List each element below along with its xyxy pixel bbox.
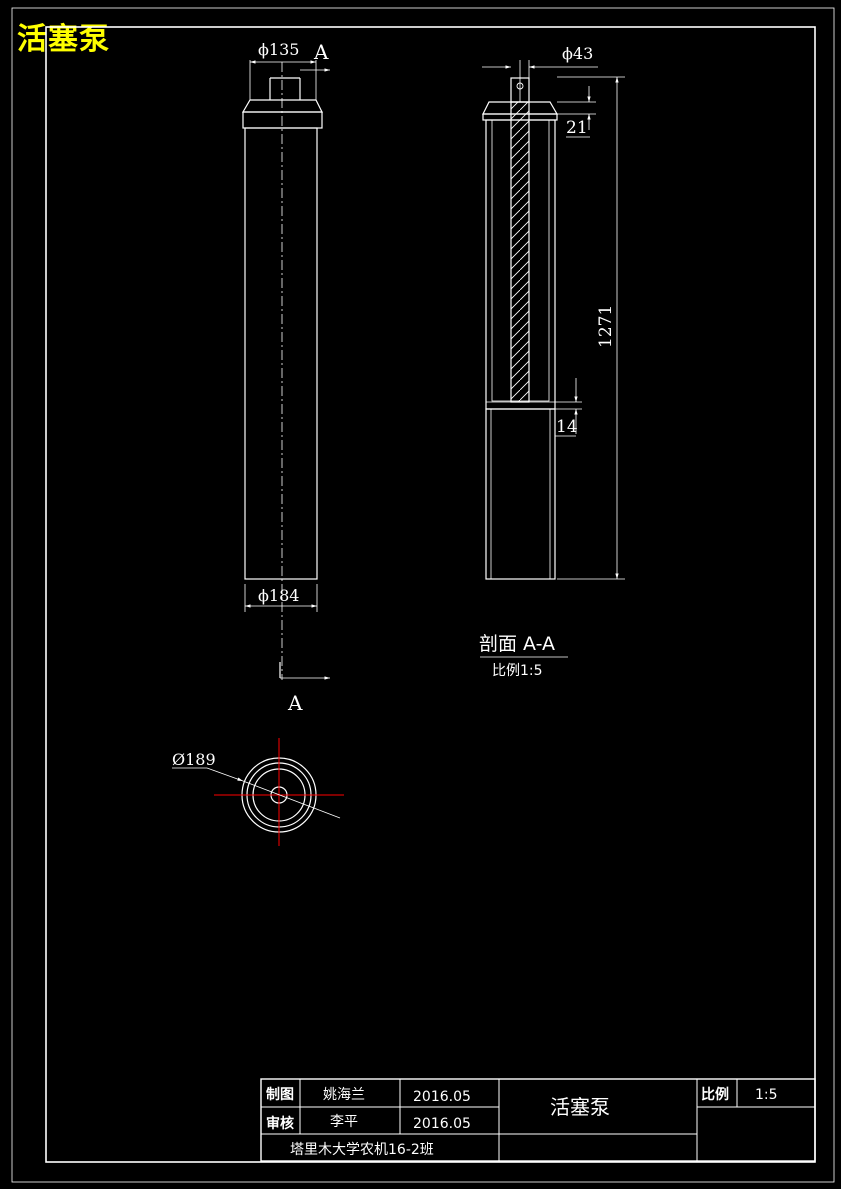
tb-scale-value: 1:5: [755, 1087, 778, 1103]
page-title: 活塞泵: [17, 22, 110, 57]
tb-checked-name: 李平: [330, 1114, 358, 1130]
section-scale: 比例1:5: [492, 663, 543, 679]
tb-part-name: 活塞泵: [550, 1095, 610, 1119]
front-dim-top: ϕ135: [258, 40, 299, 59]
section-marker-top: A: [313, 40, 329, 64]
tb-school: 塔里木大学农机16-2班: [290, 1142, 434, 1158]
title-block: [260, 1078, 816, 1162]
section-marker-bottom: A: [287, 691, 303, 715]
tb-scale-label: 比例: [701, 1086, 729, 1103]
tb-checked-label: 审核: [266, 1115, 294, 1132]
section-view: [480, 60, 625, 658]
top-dim-diameter: Ø189: [172, 750, 216, 769]
section-label: 剖面 A-A: [479, 633, 555, 655]
front-view: [241, 60, 330, 680]
tb-drawn-date: 2016.05: [413, 1089, 471, 1105]
section-dim-14: 14: [556, 417, 578, 437]
tb-drawn-name: 姚海兰: [323, 1087, 365, 1103]
front-dim-bottom: ϕ184: [258, 586, 299, 605]
section-dim-top: ϕ43: [562, 44, 593, 63]
drawing-frame: [11, 7, 835, 1183]
section-dim-length: 1271: [596, 305, 616, 348]
tb-checked-date: 2016.05: [413, 1116, 471, 1132]
tb-drawn-label: 制图: [266, 1086, 294, 1103]
section-dim-21: 21: [566, 118, 588, 138]
top-view: [172, 738, 344, 846]
